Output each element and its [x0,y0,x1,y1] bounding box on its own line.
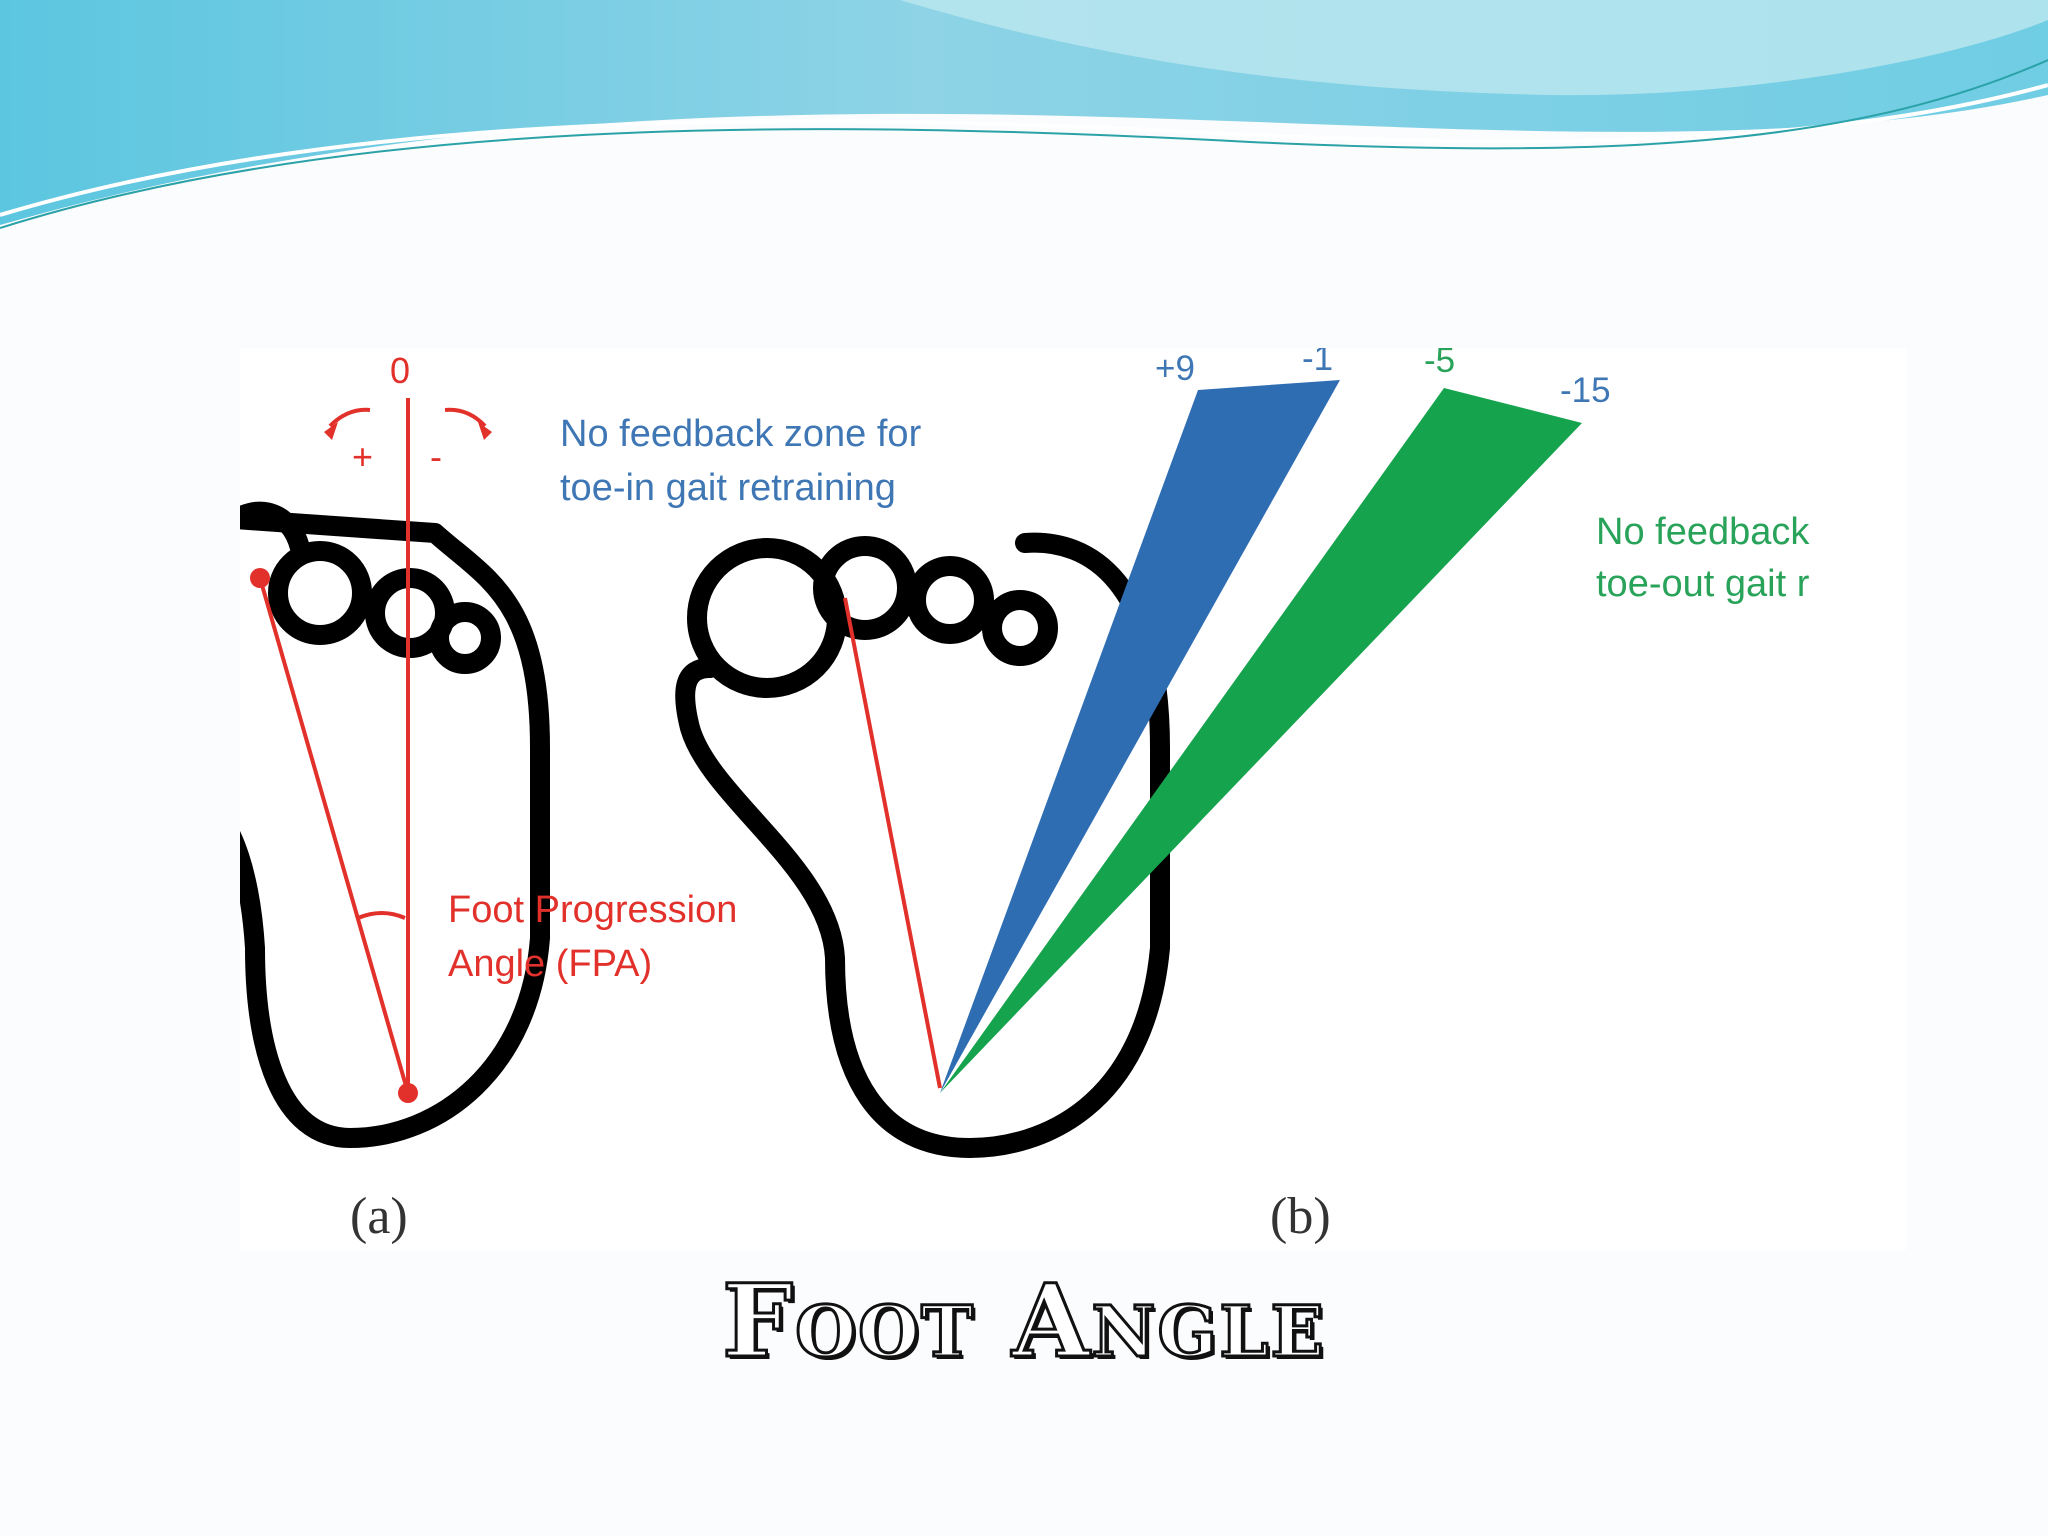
plus-direction-label: + [352,436,374,477]
fpa-lines-a [258,398,487,1094]
foot-outline-b [675,532,1170,1158]
no-feedback-zone-toe-out [940,388,1582,1093]
fpa-label-line2: Angle (FPA) [448,943,653,985]
tick-minus15: -15 [1560,371,1611,410]
panel-a-caption: (a) [350,1188,408,1245]
toe-out-note-line1: No feedback [1596,511,1810,553]
toe-in-note-line2: toe-in gait retraining [560,467,896,509]
zero-angle-label: 0 [390,350,411,391]
minus-direction-label: - [430,436,442,477]
toe-out-note-line2: toe-out gait r [1596,563,1810,605]
foot-outline-a [240,501,550,1148]
foot-angle-figure: 0 + - No feedback zone for toe-in gait r… [240,348,1906,1250]
header-wave-banner [0,0,2048,229]
tick-minus1: -1 [1302,348,1334,378]
slide-title: Foot Angle [721,1261,1326,1382]
toe-in-note-line1: No feedback zone for [560,413,922,455]
tick-plus9: +9 [1155,349,1195,388]
panel-b-caption: (b) [1270,1188,1331,1245]
heel-point-a [398,1083,418,1103]
fpa-label-line1: Foot Progression [448,889,738,931]
toe-point-a [250,568,270,588]
tick-minus5: -5 [1424,348,1456,380]
fpa-line-b [843,597,942,1089]
no-feedback-zone-toe-in [940,380,1340,1093]
